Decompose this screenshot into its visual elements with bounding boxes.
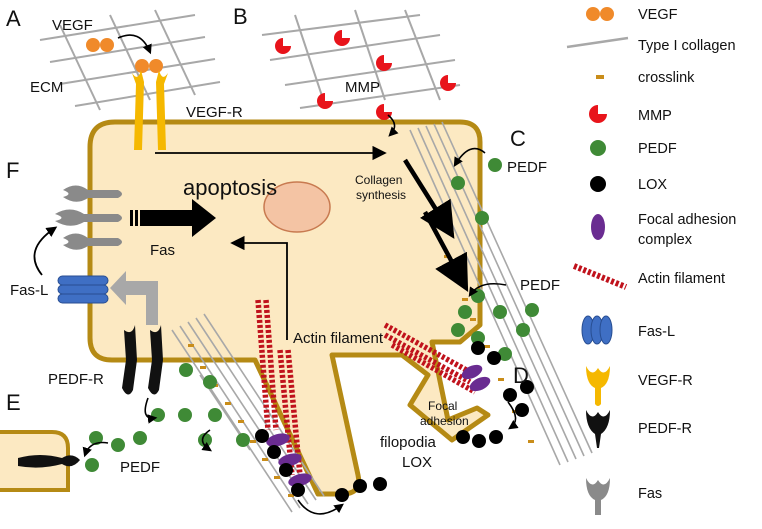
vegf-r-label: VEGF-R <box>186 104 243 121</box>
pedf-receptor-neighbor <box>18 455 80 468</box>
legend-label-type-i-collagen: Type I collagen <box>638 38 736 54</box>
legend-label-fas: Fas <box>638 486 662 502</box>
nucleus <box>263 181 331 233</box>
panel-a-label: A <box>6 6 21 31</box>
ecm-grid-a <box>39 9 221 111</box>
panel-c-label: C <box>510 126 526 151</box>
fas-l-label: Fas-L <box>10 282 48 299</box>
panel-f-label: F <box>6 158 19 183</box>
ecm-label: ECM <box>30 79 63 96</box>
pedf-r-label: PEDF-R <box>48 371 104 388</box>
legend-label-focal-adhesion-complex: complex <box>638 232 693 248</box>
mmp-label: MMP <box>345 79 380 96</box>
collagen-synthesis-arrow-2 <box>423 210 469 292</box>
fas-l-to-fas-arrow <box>33 226 58 276</box>
collagen-synthesis-arrow-1 <box>403 158 455 239</box>
mmp-group <box>275 30 456 120</box>
fas-signal-arrow <box>130 199 216 237</box>
collagen-synthesis-label-1: Collagen <box>355 173 402 187</box>
focal-adhesion-label-1: Focal <box>428 399 457 413</box>
legend-label-mmp: MMP <box>638 108 672 124</box>
mmp-arrow <box>387 114 399 137</box>
vegf-icon <box>586 7 614 21</box>
fas-l <box>57 275 109 304</box>
legend-label-focal-adhesion: Focal adhesion <box>638 212 736 228</box>
actin-to-apoptosis-arrow <box>230 235 288 340</box>
pedf-r-to-fas-l-arrow <box>110 271 158 325</box>
apoptosis-label: apoptosis <box>183 175 277 200</box>
collagen-icon <box>566 36 629 49</box>
actin-filament-label: Actin filament <box>293 330 384 347</box>
fas-receptors <box>55 185 122 250</box>
curved-arrows <box>82 147 519 515</box>
legend: VEGF Type I collagen crosslink MMP PEDF … <box>566 7 736 515</box>
collagen-synthesis-label-2: synthesis <box>356 188 406 202</box>
pedf-e-label: PEDF <box>120 459 160 476</box>
pedf-r-icon <box>586 410 610 448</box>
legend-label-crosslink: crosslink <box>638 70 695 86</box>
actin-filament-icon <box>572 263 628 290</box>
fas-icon <box>586 478 610 515</box>
focal-adhesion-icon <box>591 214 605 240</box>
filopodia-label: filopodia <box>380 434 437 451</box>
vegf-free <box>86 38 114 52</box>
mmp-icon <box>589 105 607 123</box>
legend-label-pedf: PEDF <box>638 141 677 157</box>
lox-icon <box>590 176 606 192</box>
pedf-receptor <box>122 325 163 395</box>
pedf-c-label: PEDF <box>507 159 547 176</box>
crosslink-icon <box>596 75 604 79</box>
legend-label-vegf: VEGF <box>638 7 678 23</box>
pedf-icon <box>590 140 606 156</box>
pedf-group <box>85 158 539 472</box>
panel-e-label: E <box>6 390 21 415</box>
legend-label-fas-l: Fas-L <box>638 324 675 340</box>
legend-label-lox: LOX <box>638 177 667 193</box>
vegf-receptor <box>132 70 168 150</box>
vegf-label: VEGF <box>52 17 93 34</box>
legend-label-actin-filament: Actin filament <box>638 271 725 287</box>
lox-group <box>255 341 534 502</box>
focal-adhesion-label-2: adhesion <box>420 414 469 428</box>
panel-d-label: D <box>513 363 529 388</box>
actin-filaments <box>255 299 477 476</box>
focal-adhesions <box>266 364 491 487</box>
fas-label: Fas <box>150 242 175 259</box>
vegf-binding-arrow <box>117 34 152 55</box>
vegf-r-icon <box>586 366 610 406</box>
legend-label-vegf-r: VEGF-R <box>638 373 693 389</box>
pedf-d-label: PEDF <box>520 277 560 294</box>
legend-label-pedf-r: PEDF-R <box>638 421 692 437</box>
panel-b-label: B <box>233 4 248 29</box>
vegf-bound <box>135 59 163 73</box>
fas-l-icon <box>581 315 613 345</box>
lox-label: LOX <box>402 454 432 471</box>
